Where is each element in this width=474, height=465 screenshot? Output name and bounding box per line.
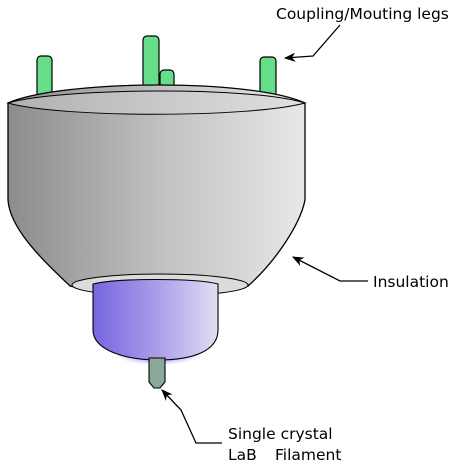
annotation-arrows [161, 24, 368, 444]
insulation-label: Insulation [373, 273, 449, 291]
insulation-arrow [291, 256, 368, 282]
lab6-filament [148, 357, 166, 389]
insulation-top-rim [6, 90, 307, 115]
insulation-shell [7, 84, 306, 295]
coupling-legs [36, 35, 277, 101]
cathode-cap [92, 278, 219, 361]
legs-label: Coupling/Mouting legs [276, 5, 449, 23]
filament-label-line1: Single crystal [228, 425, 333, 443]
cathode [92, 278, 219, 365]
legs-arrow [283, 24, 341, 62]
insulation-body [6, 84, 307, 297]
filament-arrow [161, 389, 222, 444]
leg-right [259, 56, 277, 98]
filament-label-filament: Filament [275, 446, 341, 464]
filament-label-lab: LaB [228, 446, 257, 464]
